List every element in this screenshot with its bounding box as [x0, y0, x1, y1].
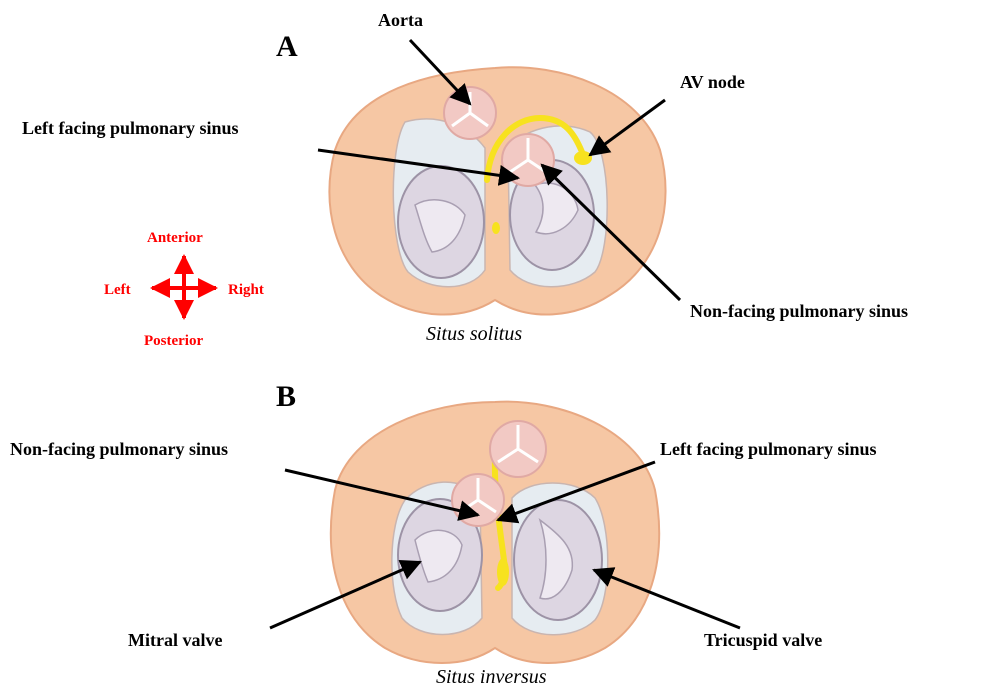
label-mitral-b: Mitral valve	[128, 630, 222, 650]
heart-section-b	[331, 402, 659, 663]
label-posterior: Posterior	[144, 333, 203, 349]
label-right: Right	[228, 282, 264, 298]
label-non-facing-b: Non-facing pulmonary sinus	[10, 439, 228, 459]
caption-a: Situs solitus	[426, 323, 522, 345]
label-left-facing-a: Left facing pulmonary sinus	[22, 118, 239, 138]
label-non-facing-a: Non-facing pulmonary sinus	[690, 301, 908, 321]
caption-b: Situs inversus	[436, 666, 547, 688]
orientation-compass: Anterior Posterior Left Right	[104, 230, 264, 349]
septal-node-a	[492, 222, 500, 234]
label-left-facing-b: Left facing pulmonary sinus	[660, 439, 877, 459]
label-av-node-a: AV node	[680, 72, 745, 92]
heart-tissue-a	[329, 67, 665, 314]
panel-letter-a: A	[276, 30, 298, 63]
conduction-bundle-b	[497, 558, 509, 586]
heart-section-a	[329, 67, 665, 314]
label-left: Left	[104, 282, 131, 298]
panel-letter-b: B	[276, 380, 296, 413]
label-aorta-a: Aorta	[378, 10, 423, 30]
label-anterior: Anterior	[147, 230, 203, 246]
av-node-a	[574, 151, 592, 165]
label-tricuspid-b: Tricuspid valve	[704, 630, 822, 650]
